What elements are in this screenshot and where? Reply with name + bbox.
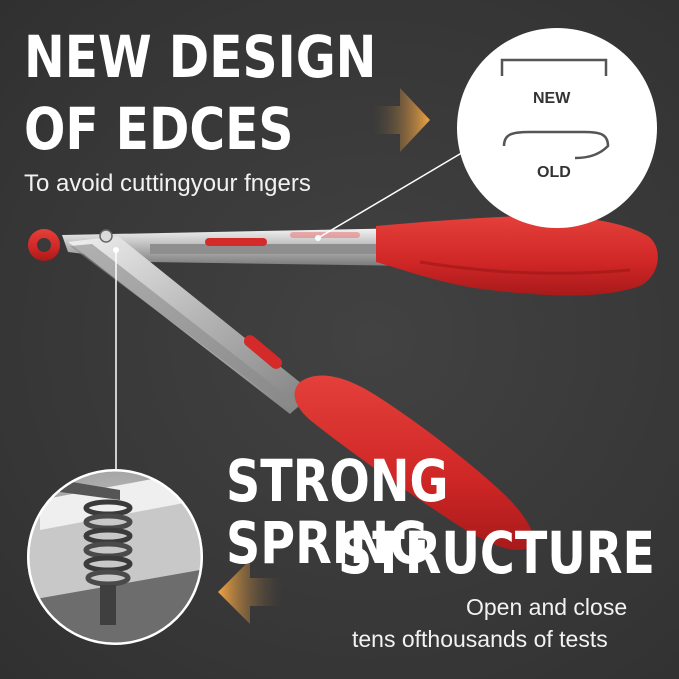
old-edge-profile	[502, 130, 610, 160]
headline-top-line2: OF EDCES	[24, 95, 294, 163]
callout-line-edges	[317, 147, 471, 239]
lower-silicone-grip	[294, 375, 534, 551]
subtitle-top: To avoid cuttingyour fngers	[24, 170, 311, 197]
headline-bottom-line2: STRUCTURE	[338, 519, 656, 587]
new-edge-profile	[500, 58, 608, 76]
headline-bottom-line1: STRONG SPRING	[226, 447, 449, 577]
headline-top-line1: NEW DESIGN	[24, 23, 377, 91]
spring-inset	[27, 469, 203, 645]
arrow-left-icon	[218, 560, 282, 624]
edges-inset	[457, 28, 657, 228]
spring-coil	[83, 499, 133, 625]
upper-silicone-grip	[376, 215, 658, 296]
hinge-rivet	[99, 229, 113, 243]
subtitle-bottom-line1: Open and close	[466, 594, 628, 620]
old-label: OLD	[537, 164, 571, 181]
arrow-right-icon	[372, 88, 430, 152]
hanging-loop	[28, 229, 60, 261]
upper-arm	[62, 228, 412, 266]
lower-arm	[68, 236, 312, 414]
subtitle-bottom-line2: tens ofthousands of tests	[352, 626, 608, 652]
new-label: NEW	[533, 90, 571, 107]
